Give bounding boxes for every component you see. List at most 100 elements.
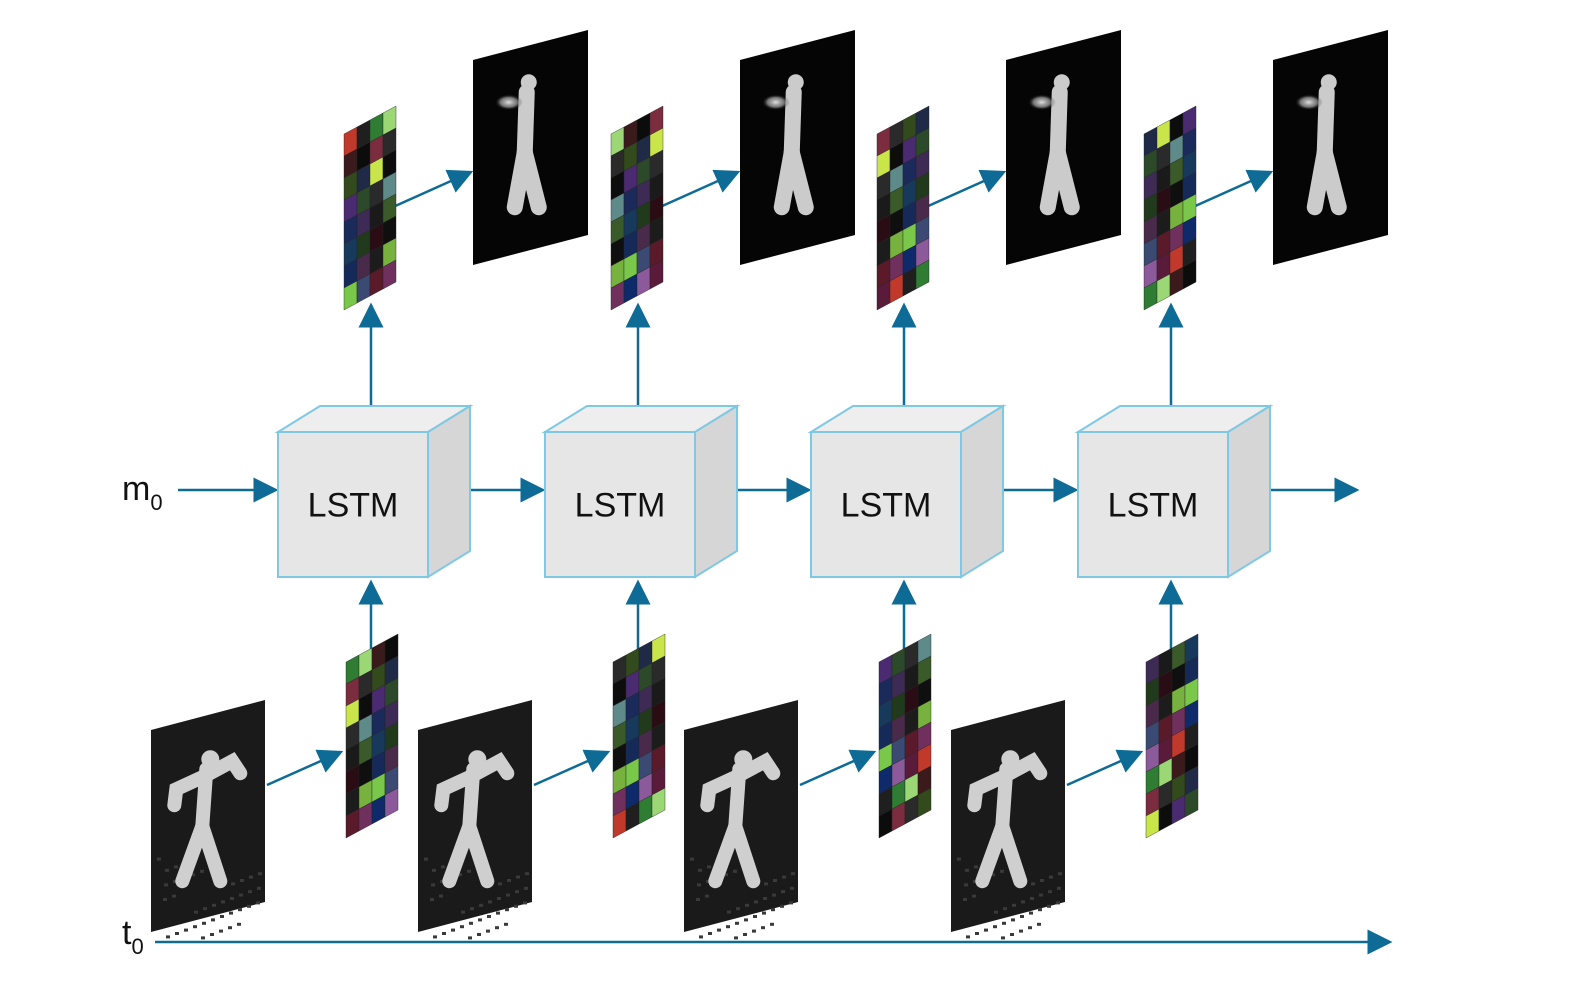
frame-noise (975, 932, 979, 935)
frame-noise (1037, 922, 1041, 926)
lstm-cell-side (1227, 404, 1271, 579)
frame-noise (984, 928, 988, 932)
memory-label: m0 (122, 470, 163, 515)
time-label: t0 (122, 914, 144, 959)
frame-noise (973, 880, 977, 883)
output-feature-map (1143, 105, 1197, 311)
frame-noise (430, 898, 434, 901)
feature-cell (382, 259, 397, 290)
frame-noise (461, 910, 465, 914)
lstm-cell-face (544, 431, 696, 578)
frame-noise (202, 921, 206, 925)
frame-noise (524, 886, 528, 890)
frame-noise (165, 868, 169, 872)
frame-noise (754, 900, 758, 904)
frame-noise (191, 873, 195, 877)
predicted-frames (473, 30, 1388, 265)
frame-noise (1012, 903, 1016, 907)
feature-cell (1182, 259, 1197, 290)
frame-noise (727, 910, 731, 914)
frame-noise (707, 865, 711, 869)
frame-noise (706, 880, 710, 883)
figure-silhouette (494, 74, 547, 216)
frame-noise (743, 933, 747, 936)
frame-noise (229, 911, 233, 915)
frame-noise (752, 929, 756, 933)
frame-noise (495, 926, 499, 930)
frame-noise (993, 925, 997, 929)
frame-noise (238, 908, 242, 912)
output-feature-map (343, 105, 397, 311)
frame-noise (193, 925, 197, 929)
frame-noise (157, 857, 161, 861)
input-feature-map (345, 633, 399, 839)
output-feature-maps (343, 105, 1197, 311)
frame-noise (790, 886, 794, 890)
frame-noise (458, 873, 462, 877)
frame-noise (424, 857, 428, 861)
frame-noise (764, 882, 768, 886)
frame-noise (432, 868, 436, 872)
frame-noise (237, 922, 241, 926)
frame-noise (1040, 879, 1044, 882)
predicted-frame (1006, 30, 1121, 265)
frame-noise (735, 921, 739, 925)
feature-cell (915, 259, 930, 290)
frame-noise (525, 872, 529, 876)
frame-noise (514, 904, 518, 908)
frame-noise (1000, 869, 1004, 873)
frame-noise (1028, 926, 1032, 930)
frame-noise (957, 857, 961, 861)
frame-noise (442, 932, 446, 935)
frame-noise (699, 935, 703, 939)
frame-noise (219, 929, 223, 933)
frame-noise (240, 879, 244, 882)
lstm-cell-face (810, 431, 962, 578)
frame-noise (1002, 921, 1006, 925)
frame-noise (221, 900, 225, 904)
input-feature-maps (345, 633, 1199, 839)
frame-noise (460, 925, 464, 929)
input-frames (151, 700, 1065, 940)
frame-noise (744, 918, 748, 922)
frame-noise (172, 894, 176, 898)
lstm-label: LSTM (575, 487, 666, 525)
frame-noise (763, 897, 767, 900)
frame-noise (469, 921, 473, 925)
frame-noise (726, 925, 730, 929)
frame-noise (698, 868, 702, 872)
frame-noise (200, 869, 204, 873)
predicted-frame (740, 30, 855, 265)
lstm-label: LSTM (308, 487, 399, 525)
input-frame (951, 700, 1065, 940)
frame-noise (516, 875, 520, 879)
feature-cell (651, 787, 666, 818)
frame-noise (717, 928, 721, 932)
figure-silhouette (1027, 74, 1080, 216)
frame-noise (431, 883, 435, 887)
predicted-frame (1273, 30, 1388, 265)
frame-noise (965, 868, 969, 872)
lstm-cell: LSTM (541, 404, 741, 579)
frame-noise (1019, 929, 1023, 933)
lstm-label: LSTM (841, 487, 932, 525)
frame-noise (697, 883, 701, 887)
frame-noise (173, 880, 177, 883)
frame-noise (210, 933, 214, 936)
frame-noise (478, 918, 482, 922)
feature-cell (649, 259, 664, 290)
frame-noise (791, 872, 795, 876)
lstm-cell-side (960, 404, 1004, 579)
frame-noise (247, 904, 251, 908)
predicted-frame (473, 30, 588, 265)
frame-noise (1001, 936, 1005, 940)
arrow-to-input-features (799, 749, 877, 787)
frame-noise (966, 935, 970, 939)
feature-cell (917, 787, 932, 818)
arrow-to-predicted-frame (392, 169, 474, 209)
frame-noise (175, 932, 179, 935)
frame-noise (696, 898, 700, 901)
arrow-to-input-features (266, 749, 344, 787)
frame-noise (523, 901, 527, 905)
